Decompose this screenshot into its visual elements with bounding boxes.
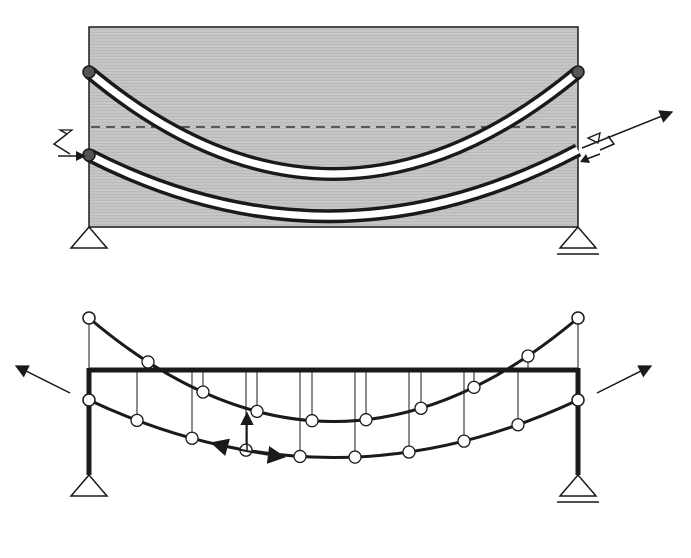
anchor-icon (82, 65, 96, 79)
hanger-node-icon (467, 380, 481, 394)
anchor-icon (571, 311, 585, 325)
right-prestress-arrow-icon (596, 365, 653, 394)
anchor-icon (571, 393, 585, 407)
hanger-node-icon (196, 385, 210, 399)
hanger-node-icon (359, 413, 373, 427)
hanger-node-icon (511, 418, 525, 432)
cable-upper (88, 316, 579, 423)
cable-lower (88, 398, 579, 459)
anchor-icon (571, 65, 585, 79)
right-jack-arrow-icon (580, 131, 616, 163)
anchor-icon (82, 148, 96, 162)
hanger-node-icon (402, 445, 416, 459)
hanger-node-icon (521, 349, 535, 363)
left-prestress-arrow-icon (14, 365, 71, 394)
hanger-node-icon (250, 404, 264, 419)
hanger-node-icon (457, 434, 471, 448)
pin-support-icon (69, 473, 109, 497)
roller-support-icon (557, 225, 599, 255)
hanger-node-icon (130, 413, 144, 428)
upper-panel (52, 26, 674, 255)
pin-support-icon (69, 225, 109, 249)
hanger-node-icon (305, 414, 319, 428)
anchor-icon (82, 311, 96, 325)
roller-support-icon (557, 473, 599, 503)
anchor-icon (82, 393, 96, 407)
tendon-upper (84, 66, 583, 181)
cable-tension-arrow-icon (210, 438, 286, 464)
hanger-node-icon (348, 450, 362, 464)
prestress-force-arrow-icon (581, 110, 674, 149)
tendon-lower (85, 143, 582, 224)
hanger-node-icon (293, 449, 307, 464)
hanger-node-icon (185, 431, 199, 445)
lower-panel (14, 311, 653, 503)
hanger-node-icon (141, 355, 155, 369)
left-jack-arrow-icon (52, 129, 86, 161)
hanger-node-icon (414, 401, 428, 415)
hanger-group (130, 349, 535, 464)
